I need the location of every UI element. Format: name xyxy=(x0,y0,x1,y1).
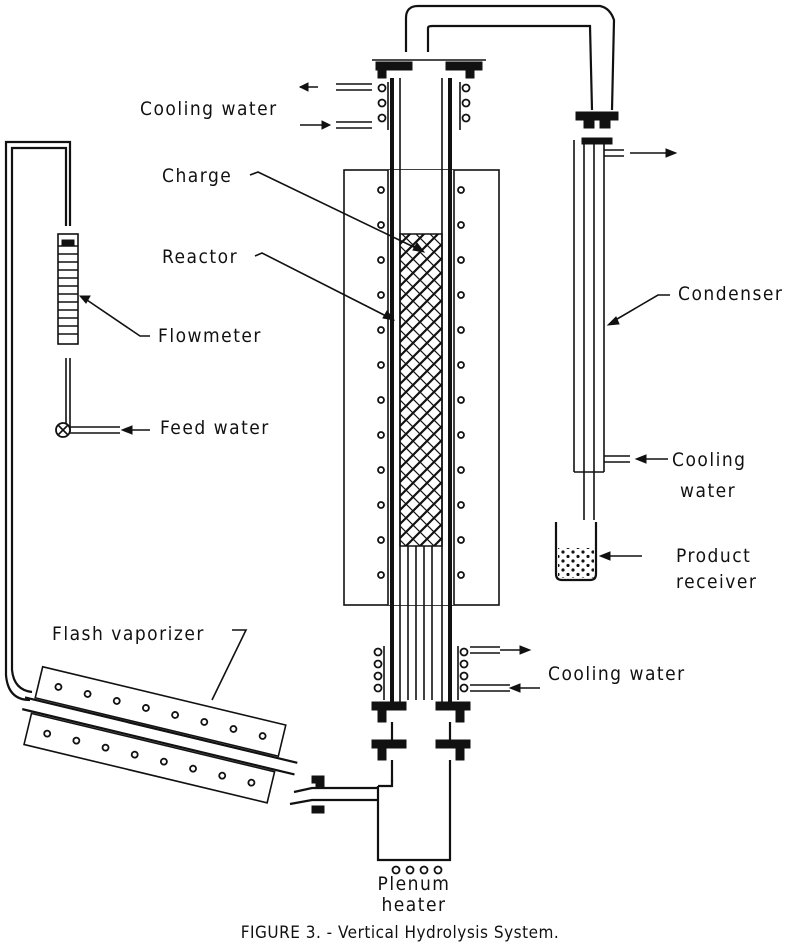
vaporizer-outlet-line xyxy=(289,775,378,814)
charge-label: Charge xyxy=(162,165,232,187)
feed-valve xyxy=(55,422,150,438)
reactor-label: Reactor xyxy=(162,246,238,268)
condenser xyxy=(573,111,678,520)
bottom-cooling-coil xyxy=(373,646,469,700)
reactor-top-flange xyxy=(372,59,486,79)
flash-vaporizer xyxy=(21,665,298,804)
overhead-vapor-line xyxy=(404,4,616,111)
flowmeter xyxy=(57,233,79,345)
plenum-heater-coils xyxy=(391,865,443,875)
furnace-heating-elements xyxy=(377,186,465,579)
feed-line xyxy=(4,140,72,702)
flowmeter-leader xyxy=(83,297,150,337)
flowmeter-label: Flowmeter xyxy=(158,325,262,347)
cooling-water-condenser-label-line1: Cooling xyxy=(672,449,747,471)
product-receiver xyxy=(554,522,642,582)
product-receiver-label-line1: Product xyxy=(676,545,751,567)
reactor-lower-packing xyxy=(407,546,433,700)
cooling-water-top-label: Cooling water xyxy=(140,98,278,120)
condenser-label: Condenser xyxy=(678,283,783,305)
product-receiver-label-line2: receiver xyxy=(676,571,757,593)
cooling-water-condenser-label-line2: water xyxy=(680,480,736,502)
plenum-chamber xyxy=(376,780,452,862)
condenser-leader xyxy=(611,294,670,323)
charge-bed xyxy=(399,233,443,547)
plenum-heater-label-line2: heater xyxy=(381,894,446,916)
flash-vaporizer-leader xyxy=(211,629,248,701)
top-cooling-coil xyxy=(377,82,471,130)
plenum-heater-label-line1: Plenum xyxy=(378,873,451,895)
figure-caption: FIGURE 3. - Vertical Hydrolysis System. xyxy=(241,923,560,943)
bottom-cooling-water-arrows xyxy=(470,645,540,693)
top-cooling-water-arrows xyxy=(298,82,372,130)
reactor-bottom-flanges xyxy=(371,701,471,780)
flash-vaporizer-label: Flash vaporizer xyxy=(52,623,205,645)
cooling-water-bottom-label: Cooling water xyxy=(548,663,686,685)
feed-water-label: Feed water xyxy=(160,417,270,439)
